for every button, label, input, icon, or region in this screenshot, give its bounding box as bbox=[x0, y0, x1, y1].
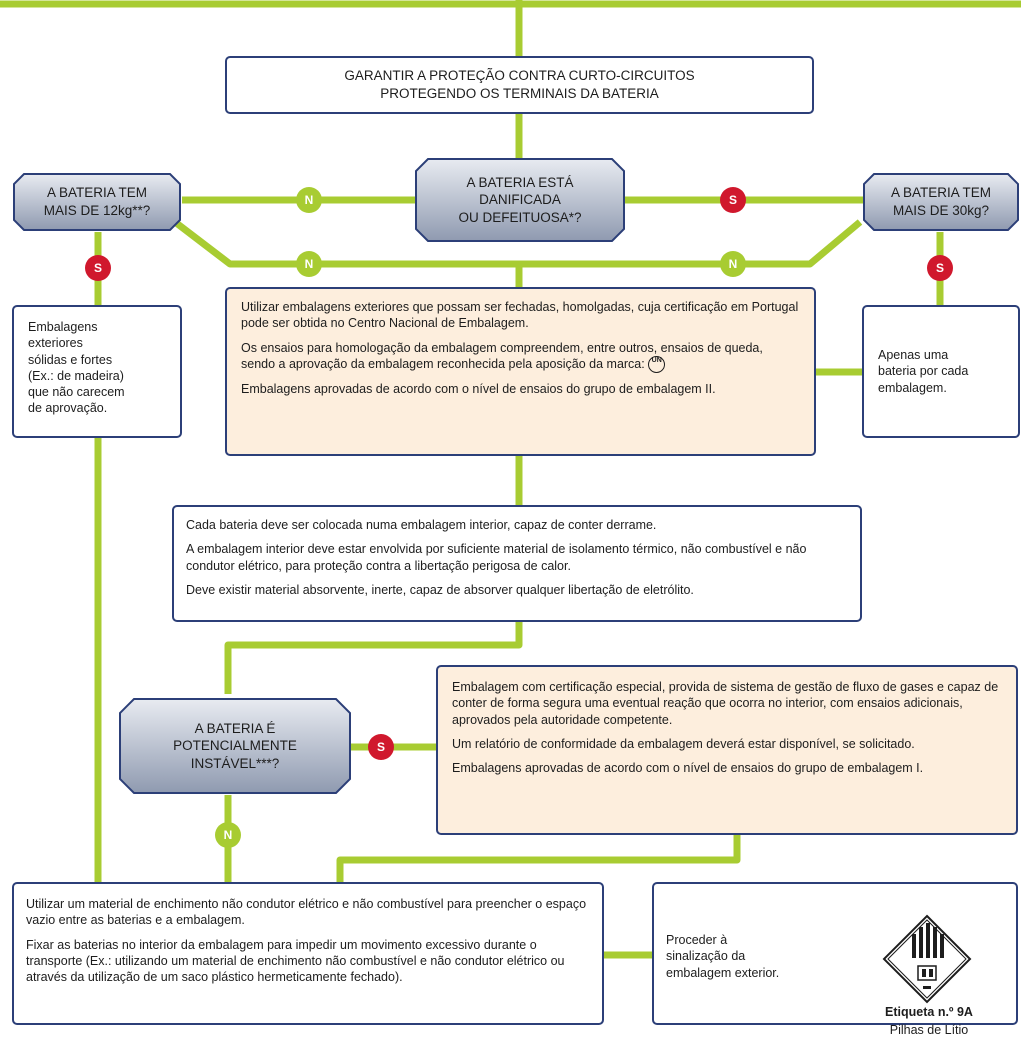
decision-over-12kg: A BATERIA TEM MAIS DE 12kg**? bbox=[12, 172, 182, 232]
special-packaging-text-3: Embalagens aprovadas de acordo com o nív… bbox=[452, 761, 924, 775]
approved-packaging-text-1: Utilizar embalagens exteriores que possa… bbox=[241, 300, 799, 331]
top-instruction-line-1: GARANTIR A PROTEÇÃO CONTRA CURTO-CIRCUIT… bbox=[344, 67, 695, 83]
label-box: Proceder à sinalização da embalagem exte… bbox=[652, 882, 1018, 1037]
decision-damaged-line-2: DANIFICADA bbox=[479, 192, 561, 208]
inner-packaging-text-1: Cada bateria deve ser colocada numa emba… bbox=[186, 518, 657, 532]
left-outcome-line: de aprovação. bbox=[28, 401, 108, 416]
filling-material-box: Utilizar um material de enchimento não c… bbox=[12, 882, 604, 1025]
decision-unstable-line-3: INSTÁVEL***? bbox=[190, 755, 280, 771]
decision-damaged: A BATERIA ESTÁ DANIFICADA OU DEFEITUOSA*… bbox=[414, 157, 626, 243]
decision-over-30kg-line-1: A BATERIA TEM bbox=[890, 185, 992, 201]
decision-unstable: A BATERIA É POTENCIALMENTE INSTÁVEL***? bbox=[118, 697, 352, 795]
yes-badge: S bbox=[85, 255, 111, 281]
no-badge: N bbox=[296, 251, 322, 277]
label-subtitle: Pilhas de Lítio bbox=[889, 1023, 969, 1037]
top-instruction-line-2: PROTEGENDO OS TERMINAIS DA BATERIA bbox=[380, 86, 659, 101]
right-outcome-line: Apenas uma bbox=[878, 348, 949, 363]
inner-packaging-text-2: A embalagem interior deve estar envolvid… bbox=[186, 542, 807, 573]
right-outcome-line: embalagem. bbox=[878, 380, 947, 395]
approved-packaging-box: Utilizar embalagens exteriores que possa… bbox=[225, 287, 816, 456]
yes-badge: S bbox=[927, 255, 953, 281]
decision-over-30kg-line-2: MAIS DE 30kg? bbox=[892, 203, 990, 218]
decision-damaged-line-1: A BATERIA ESTÁ bbox=[466, 174, 574, 190]
special-packaging-text-2: Um relatório de conformidade da embalage… bbox=[452, 736, 915, 751]
approved-packaging-text-2: Os ensaios para homologação da embalagem… bbox=[241, 340, 800, 373]
left-outcome-line: Embalagens bbox=[28, 320, 98, 334]
left-outcome-line: que não carecem bbox=[28, 385, 125, 399]
approved-packaging-text-3: Embalagens aprovadas de acordo com o nív… bbox=[241, 381, 716, 396]
filling-material-text-1: Utilizar um material de enchimento não c… bbox=[26, 897, 587, 928]
left-outcome-line: (Ex.: de madeira) bbox=[28, 368, 124, 383]
decision-over-30kg: A BATERIA TEM MAIS DE 30kg? bbox=[862, 172, 1020, 232]
un-mark-icon: UN bbox=[648, 355, 666, 373]
inner-packaging-text-3: Deve existir material absorvente, inerte… bbox=[186, 582, 694, 597]
no-badge: N bbox=[296, 187, 322, 213]
label-box-line: embalagem exterior. bbox=[666, 965, 780, 980]
no-badge: N bbox=[720, 251, 746, 277]
decision-unstable-line-1: A BATERIA É bbox=[194, 720, 276, 736]
right-outcome-box: Apenas uma bateria por cada embalagem. bbox=[862, 305, 1020, 438]
decision-over-12kg-line-1: A BATERIA TEM bbox=[46, 185, 148, 201]
no-badge: N bbox=[215, 822, 241, 848]
left-outcome-line: sólidas e fortes bbox=[28, 352, 113, 367]
decision-unstable-line-2: POTENCIALMENTE bbox=[173, 738, 297, 754]
yes-badge: S bbox=[368, 734, 394, 760]
label-box-line: Proceder à bbox=[666, 933, 728, 947]
inner-packaging-box: Cada bateria deve ser colocada numa emba… bbox=[172, 505, 862, 622]
special-packaging-text-1: Embalagem com certificação especial, pro… bbox=[452, 680, 999, 727]
left-outcome-box: Embalagens exteriores sólidas e fortes (… bbox=[12, 305, 182, 438]
right-outcome-line: bateria por cada bbox=[878, 364, 969, 379]
decision-over-12kg-line-2: MAIS DE 12kg**? bbox=[43, 203, 151, 218]
label-box-line: sinalização da bbox=[666, 949, 746, 964]
label-title: Etiqueta n.º 9A bbox=[885, 1005, 973, 1019]
approved-packaging-text-2-body: Os ensaios para homologação da embalagem… bbox=[241, 340, 763, 371]
special-packaging-box: Embalagem com certificação especial, pro… bbox=[436, 665, 1018, 835]
yes-badge: S bbox=[720, 187, 746, 213]
lithium-battery-hazard-label-icon bbox=[882, 914, 972, 1004]
left-outcome-line: exteriores bbox=[28, 336, 83, 351]
decision-damaged-line-3: OU DEFEITUOSA*? bbox=[458, 209, 582, 225]
top-instruction-box: GARANTIR A PROTEÇÃO CONTRA CURTO-CIRCUIT… bbox=[225, 56, 814, 114]
filling-material-text-2: Fixar as baterias no interior da embalag… bbox=[26, 937, 565, 985]
